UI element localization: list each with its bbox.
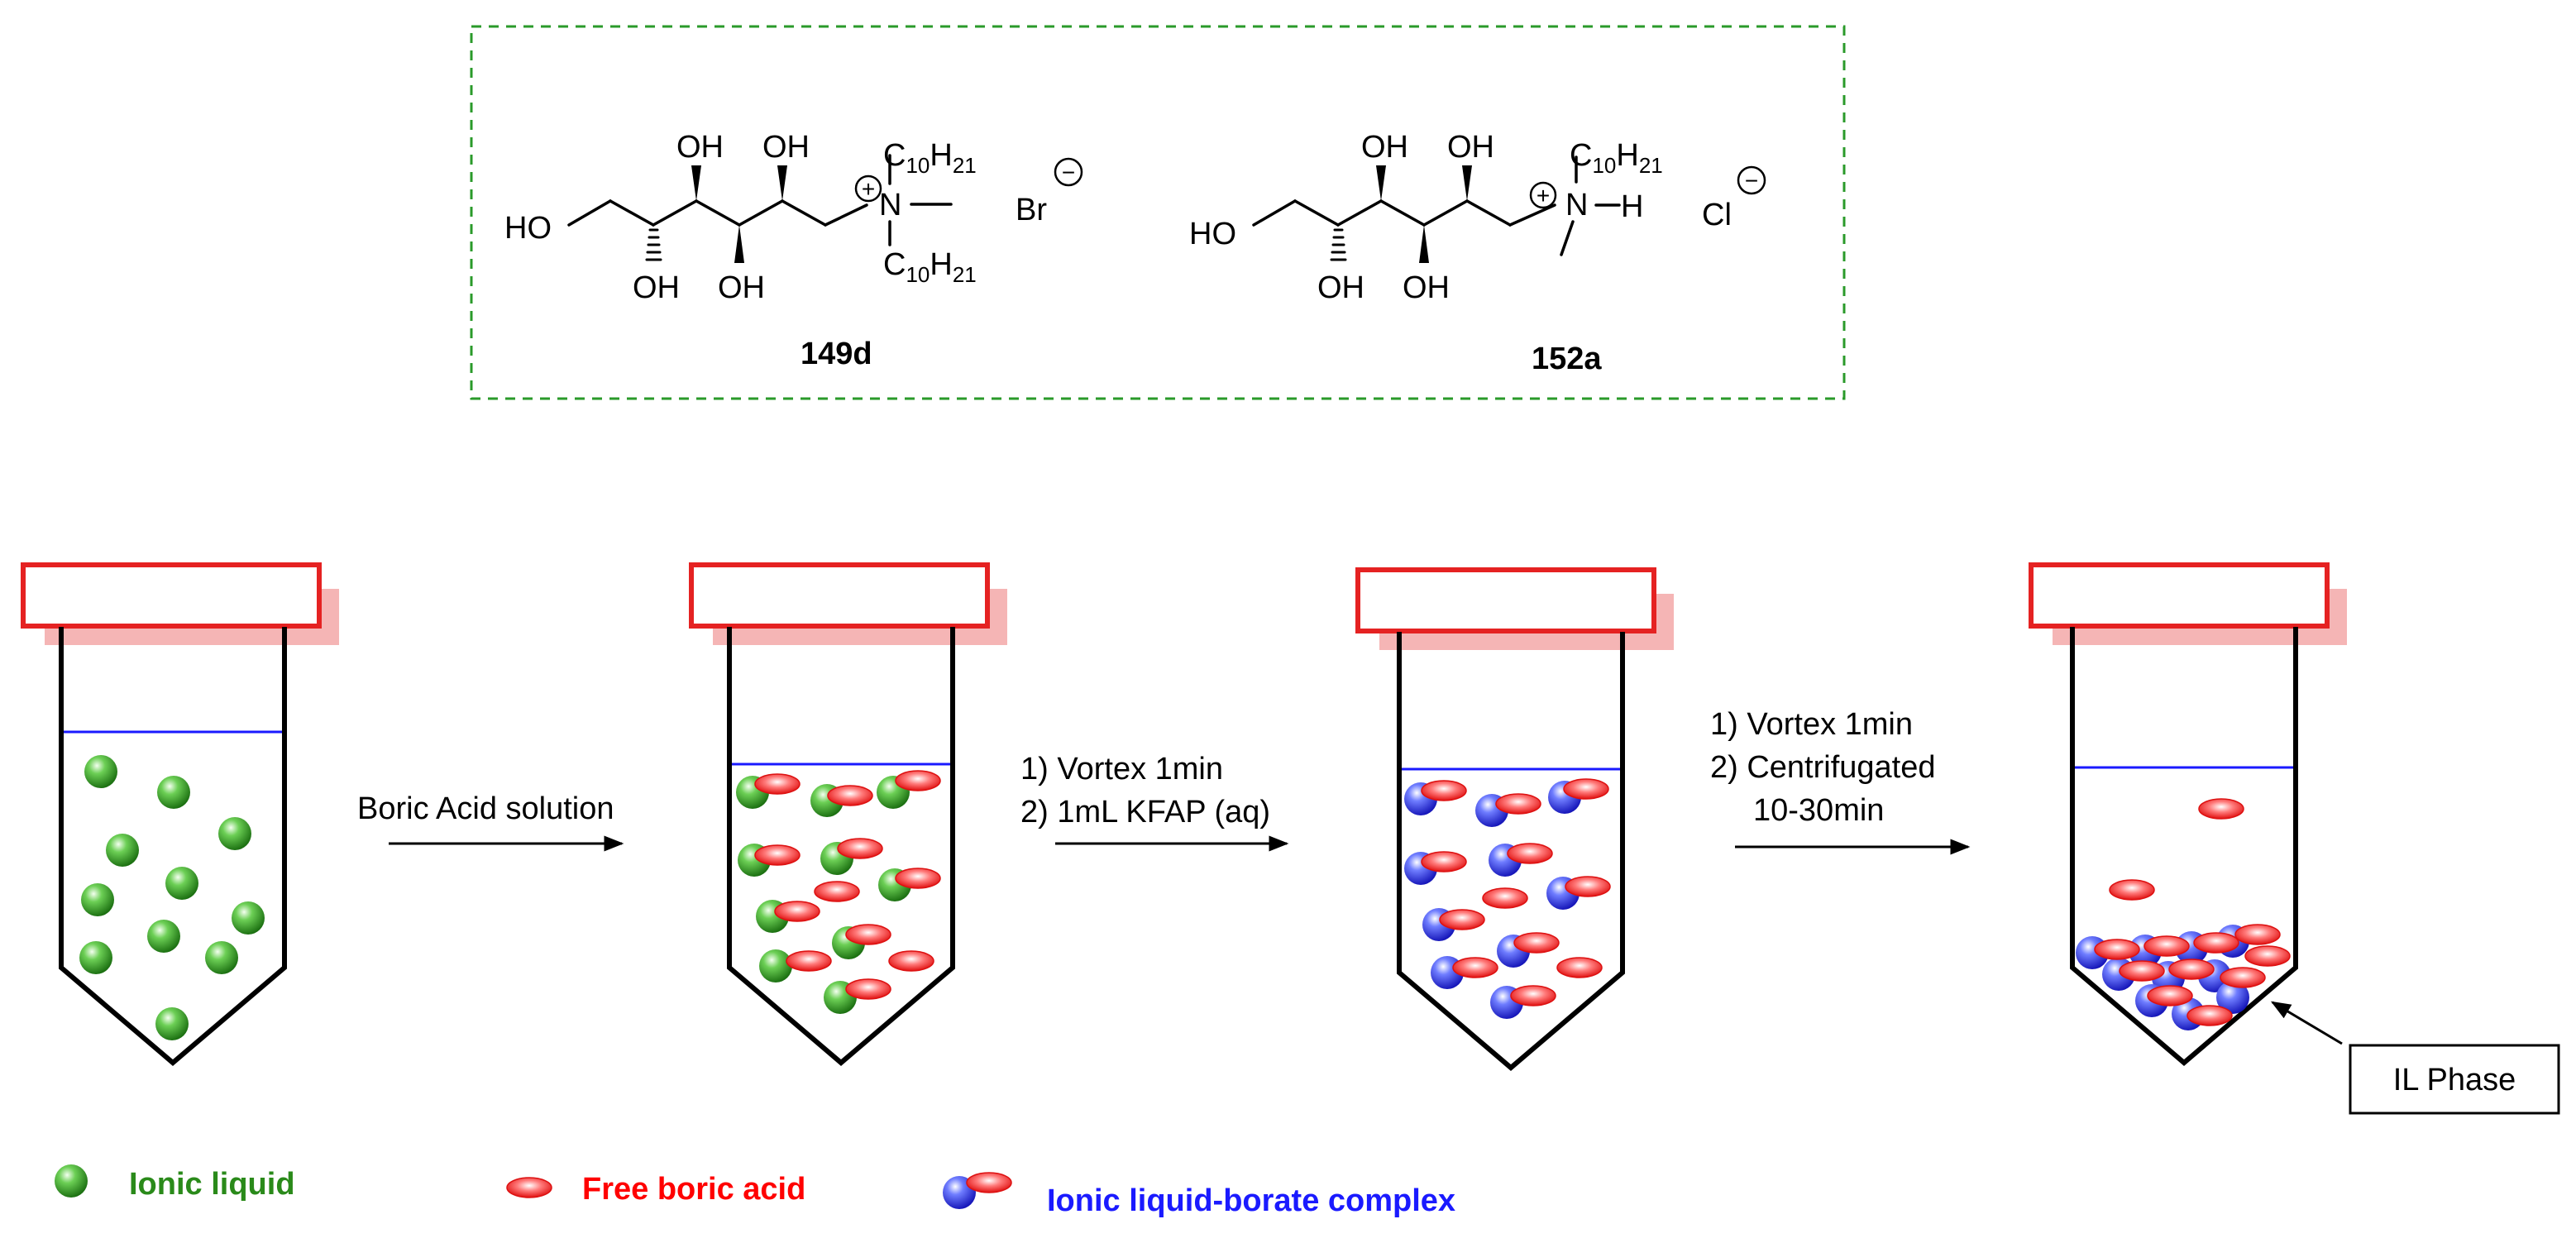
- tube-3: [1355, 567, 1674, 1071]
- tube-cap: [689, 562, 990, 629]
- tube-1: [21, 562, 339, 1066]
- oh-label: OH: [633, 270, 680, 305]
- il-phase-cluster: [2076, 924, 2291, 1030]
- step-label: 1) Vortex 1min: [1020, 752, 1223, 786]
- structures-dashed-box: [470, 25, 1846, 400]
- tube-body: [59, 627, 287, 1066]
- ho-label: HO: [1189, 217, 1236, 251]
- step-label: Boric Acid solution: [357, 791, 614, 826]
- step-label: 2) 1mL KFAP (aq): [1020, 795, 1270, 829]
- oh-label: OH: [1317, 270, 1364, 305]
- positive-charge-icon: +: [1529, 181, 1557, 209]
- counterion-label: Br: [1016, 193, 1047, 227]
- step-label: 2) Centrifugated: [1710, 750, 1936, 785]
- il-phase-box: [2349, 1044, 2560, 1115]
- nitrogen-label: N: [879, 188, 901, 222]
- step-label: 10-30min: [1753, 793, 1884, 828]
- legend-item-ionic-liquid: Ionic liquid: [55, 1164, 295, 1202]
- legend-item-free-boric-acid: Free boric acid: [506, 1172, 805, 1207]
- svg-text:+: +: [1537, 183, 1550, 208]
- compound-id: 149d: [801, 337, 872, 371]
- tube-cap: [1355, 567, 1656, 633]
- tube-body: [1397, 632, 1625, 1071]
- svg-text:−: −: [1062, 160, 1075, 185]
- boric-acid-icon: [506, 1177, 552, 1198]
- structure-152a: HO OH OH OH OH N H C10H21 Cl + − 152a: [1189, 130, 1766, 376]
- boric-acid-particles: [1421, 778, 1611, 1006]
- substituent-c10h21: C10H21: [883, 247, 977, 287]
- compound-id: 152a: [1532, 342, 1602, 376]
- tube-cap: [2029, 562, 2330, 629]
- complex-icon-acid: [966, 1172, 1012, 1193]
- tube-2: [689, 562, 1007, 1066]
- ionic-liquid-icon: [55, 1164, 88, 1198]
- tube-cap: [21, 562, 322, 629]
- legend: Ionic liquid Free boric acid Ionic liqui…: [55, 1164, 1455, 1218]
- svg-text:+: +: [862, 176, 875, 202]
- oh-label: OH: [676, 130, 724, 165]
- substituent-c10h21: C10H21: [1570, 138, 1663, 178]
- negative-charge-icon: −: [1737, 165, 1766, 195]
- oh-label: OH: [718, 270, 765, 305]
- step-label: 1) Vortex 1min: [1710, 707, 1913, 742]
- oh-label: OH: [1447, 130, 1494, 165]
- boric-acid-particles: [754, 770, 941, 1000]
- tube-body: [2070, 627, 2298, 1066]
- oh-label: OH: [1361, 130, 1408, 165]
- oh-label: OH: [762, 130, 810, 165]
- tube-body: [727, 627, 955, 1066]
- legend-label: Ionic liquid: [129, 1167, 295, 1202]
- nitrogen-label: N: [1565, 188, 1588, 222]
- structure-149d: HO OH OH OH OH N C10H21 C10H21 Br + − 14…: [504, 130, 1083, 371]
- legend-label: Free boric acid: [582, 1172, 805, 1207]
- legend-label: Ionic liquid-borate complex: [1047, 1183, 1455, 1218]
- counterion-label: Cl: [1702, 198, 1732, 232]
- step-3: 1) Vortex 1min 2) Centrifugated 10-30min: [1710, 707, 1971, 855]
- callout-arrow: [2270, 1001, 2343, 1045]
- tube-4: [2029, 562, 2347, 1066]
- substituent-c10h21: C10H21: [883, 138, 977, 178]
- positive-charge-icon: +: [854, 174, 882, 203]
- ionic-liquid-particles: [79, 755, 265, 1040]
- negative-charge-icon: −: [1054, 157, 1083, 187]
- svg-text:−: −: [1745, 168, 1758, 194]
- oh-label: OH: [1403, 270, 1450, 305]
- legend-item-complex: Ionic liquid-borate complex: [943, 1172, 1455, 1218]
- boric-acid-particles: [2109, 798, 2244, 901]
- il-phase-callout: IL Phase: [2270, 1001, 2560, 1115]
- hydrogen-label: H: [1621, 189, 1643, 224]
- step-2: 1) Vortex 1min 2) 1mL KFAP (aq): [1020, 752, 1289, 852]
- step-1: Boric Acid solution: [357, 791, 624, 852]
- il-phase-label: IL Phase: [2393, 1063, 2516, 1097]
- ho-label: HO: [504, 211, 552, 246]
